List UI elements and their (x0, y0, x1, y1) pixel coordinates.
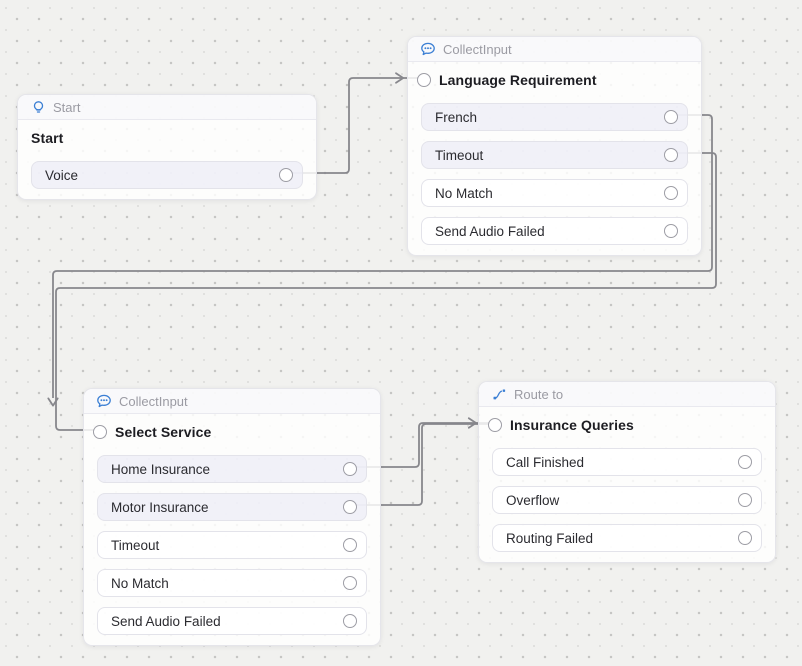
node-type-label: Route to (514, 386, 564, 402)
output-label: Overflow (506, 492, 560, 508)
lightbulb-icon (30, 99, 46, 115)
edge-french-to-select-service[interactable] (52, 114, 713, 398)
node-collectinput-language[interactable]: CollectInput Language Requirement French… (407, 36, 702, 256)
port-call-finished[interactable] (738, 455, 752, 469)
node-header: Start (18, 95, 316, 120)
output-label: Motor Insurance (111, 499, 209, 515)
output-label: Timeout (111, 537, 160, 553)
input-port-select-service[interactable] (93, 425, 107, 439)
node-start[interactable]: Start Start Voice (17, 94, 317, 200)
output-row-timeout[interactable]: Timeout (97, 531, 367, 559)
port-overflow[interactable] (738, 493, 752, 507)
node-title: Start (31, 130, 64, 146)
port-no-match[interactable] (664, 186, 678, 200)
output-label: Home Insurance (111, 461, 211, 477)
output-label: Send Audio Failed (435, 223, 545, 239)
node-title-row: Select Service (93, 422, 368, 442)
output-row-send-audio-failed[interactable]: Send Audio Failed (421, 217, 688, 245)
output-label: No Match (435, 185, 493, 201)
node-header: Route to (479, 382, 775, 407)
node-title: Insurance Queries (510, 417, 634, 433)
node-title-row: Language Requirement (417, 70, 689, 90)
edge-voice-to-language-requirement[interactable] (288, 77, 420, 174)
output-label: Routing Failed (506, 530, 594, 546)
port-send-audio-failed[interactable] (664, 224, 678, 238)
edge-timeout-to-select-service[interactable] (55, 152, 717, 431)
port-timeout[interactable] (664, 148, 678, 162)
route-icon (491, 386, 507, 402)
node-type-label: CollectInput (443, 41, 512, 57)
chat-bubble-icon (420, 41, 436, 57)
output-row-no-match[interactable]: No Match (421, 179, 688, 207)
node-routeto-insurance[interactable]: Route to Insurance Queries Call Finished… (478, 381, 776, 563)
port-voice[interactable] (279, 168, 293, 182)
input-port-language-requirement[interactable] (417, 73, 431, 87)
output-row-routing-failed[interactable]: Routing Failed (492, 524, 762, 552)
output-row-overflow[interactable]: Overflow (492, 486, 762, 514)
node-header: CollectInput (84, 389, 380, 414)
output-row-french[interactable]: French (421, 103, 688, 131)
output-row-voice[interactable]: Voice (31, 161, 303, 189)
output-label: Send Audio Failed (111, 613, 221, 629)
node-title-row: Insurance Queries (488, 415, 763, 435)
node-type-label: CollectInput (119, 393, 188, 409)
node-title: Language Requirement (439, 72, 597, 88)
output-row-call-finished[interactable]: Call Finished (492, 448, 762, 476)
port-routing-failed[interactable] (738, 531, 752, 545)
port-send-audio-failed-2[interactable] (343, 614, 357, 628)
edge-motor-insurance-to-insurance-queries[interactable] (352, 423, 491, 506)
output-row-no-match[interactable]: No Match (97, 569, 367, 597)
output-label: French (435, 109, 478, 125)
output-label: Timeout (435, 147, 484, 163)
node-type-label: Start (53, 99, 81, 115)
output-label: No Match (111, 575, 169, 591)
node-title-row: Start (31, 128, 304, 148)
edge-home-insurance-to-insurance-queries[interactable] (352, 422, 491, 468)
node-header: CollectInput (408, 37, 701, 62)
output-label: Voice (45, 167, 79, 183)
port-timeout-2[interactable] (343, 538, 357, 552)
port-motor-insurance[interactable] (343, 500, 357, 514)
port-french[interactable] (664, 110, 678, 124)
port-no-match-2[interactable] (343, 576, 357, 590)
edge-arrow-insurance-queries (467, 417, 477, 429)
node-title: Select Service (115, 424, 212, 440)
chat-bubble-icon (96, 393, 112, 409)
node-collectinput-service[interactable]: CollectInput Select Service Home Insuran… (83, 388, 381, 646)
output-label: Call Finished (506, 454, 585, 470)
output-row-send-audio-failed[interactable]: Send Audio Failed (97, 607, 367, 635)
port-home-insurance[interactable] (343, 462, 357, 476)
output-row-motor-insurance[interactable]: Motor Insurance (97, 493, 367, 521)
output-row-home-insurance[interactable]: Home Insurance (97, 455, 367, 483)
edge-arrow-language-requirement (395, 72, 405, 84)
input-port-insurance-queries[interactable] (488, 418, 502, 432)
output-row-timeout[interactable]: Timeout (421, 141, 688, 169)
